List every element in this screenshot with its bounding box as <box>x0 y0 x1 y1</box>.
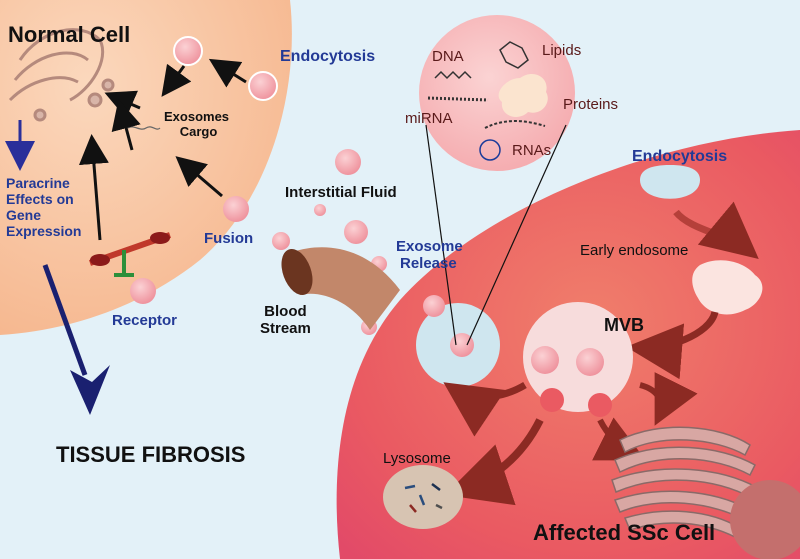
lysosome-label: Lysosome <box>383 450 451 467</box>
normal-cell-organelle <box>8 28 115 122</box>
cargo-magnified <box>419 15 575 171</box>
endocytosis-label-top: Endocytosis <box>280 48 376 65</box>
blood-line2: Stream <box>260 320 311 338</box>
paracrine-line2: Effects on <box>6 191 74 208</box>
exosome-vesicle <box>450 333 474 357</box>
lipid-shape <box>499 41 529 69</box>
protein-blob <box>498 73 548 117</box>
paracrine-line3: Gene <box>6 207 42 224</box>
lipids-label: Lipids <box>542 42 582 59</box>
paracrine-line4: Expression <box>6 223 82 240</box>
affected-cell-title: Affected SSc Cell <box>533 520 716 545</box>
blood-vessel <box>281 247 400 330</box>
mvb-bud <box>540 388 564 412</box>
mvb-lysosome-arrow <box>444 418 544 506</box>
dna-label: DNA <box>432 48 464 65</box>
exosome-release-line2: Release <box>400 255 457 273</box>
nucleus-fragment <box>730 480 800 559</box>
arrow-fusion <box>175 156 223 198</box>
mirna-label: miRNA <box>405 110 453 127</box>
blood-line1: Blood <box>264 303 307 320</box>
arrow-receptor <box>78 134 109 241</box>
exosomes-cargo-line1: Exosomes <box>164 109 230 124</box>
exosomes-cargo-label: Exosomes Cargo <box>164 109 230 140</box>
exosome-release-label: Exosome Release <box>396 238 463 273</box>
early-endosome <box>692 260 763 315</box>
mvb-vesicle <box>576 348 604 376</box>
mvb-vesicle <box>531 346 559 374</box>
interstitial-fluid-label: Interstitial Fluid <box>285 184 397 201</box>
arrow-cargo-up <box>111 99 141 151</box>
rnas-label: RNAs <box>512 142 552 159</box>
mvb-release-arrow <box>443 381 527 437</box>
golgi-apparatus <box>611 426 760 538</box>
paracrine-label: Paracrine Effects on Gene Expression <box>6 175 81 239</box>
rna-loop <box>479 139 501 161</box>
rna-strand <box>484 120 546 129</box>
arrow-to-cargo <box>161 63 192 97</box>
proteins-label: Proteins <box>563 96 619 113</box>
early-endosome-label: Early endosome <box>580 242 689 259</box>
blood-stream-label: Blood Stream <box>260 303 311 338</box>
exosomes-cargo-line2: Cargo <box>179 123 218 139</box>
lysosome-debris <box>404 483 443 513</box>
zoom-line <box>466 124 567 346</box>
mvb-label: MVB <box>604 315 644 335</box>
zoom-line <box>425 124 457 346</box>
fusion-label: Fusion <box>204 230 254 247</box>
exosome-release-line1: Exosome <box>396 238 463 255</box>
receptor-shape <box>89 232 171 277</box>
tissue-fibrosis-label: TISSUE FIBROSIS <box>56 442 246 467</box>
tissue-fibrosis-arrow <box>42 264 110 415</box>
normal-cell-title: Normal Cell <box>8 22 131 47</box>
endocytosis-label-right: Endocytosis <box>632 148 728 165</box>
exosome-vesicle <box>423 295 445 317</box>
arrow-endocytosis-in <box>208 58 247 88</box>
endocytosis-arrow <box>673 201 759 259</box>
mvb-golgi-arrow <box>639 372 698 426</box>
mvb-bud <box>588 393 612 417</box>
dna-strand <box>434 70 472 80</box>
lysosome <box>383 465 463 529</box>
endosome-to-mvb-arrow <box>626 310 719 380</box>
endocytosis-pit <box>640 165 700 199</box>
paracrine-line1: Paracrine <box>6 175 70 191</box>
receptor-label: Receptor <box>112 312 178 329</box>
